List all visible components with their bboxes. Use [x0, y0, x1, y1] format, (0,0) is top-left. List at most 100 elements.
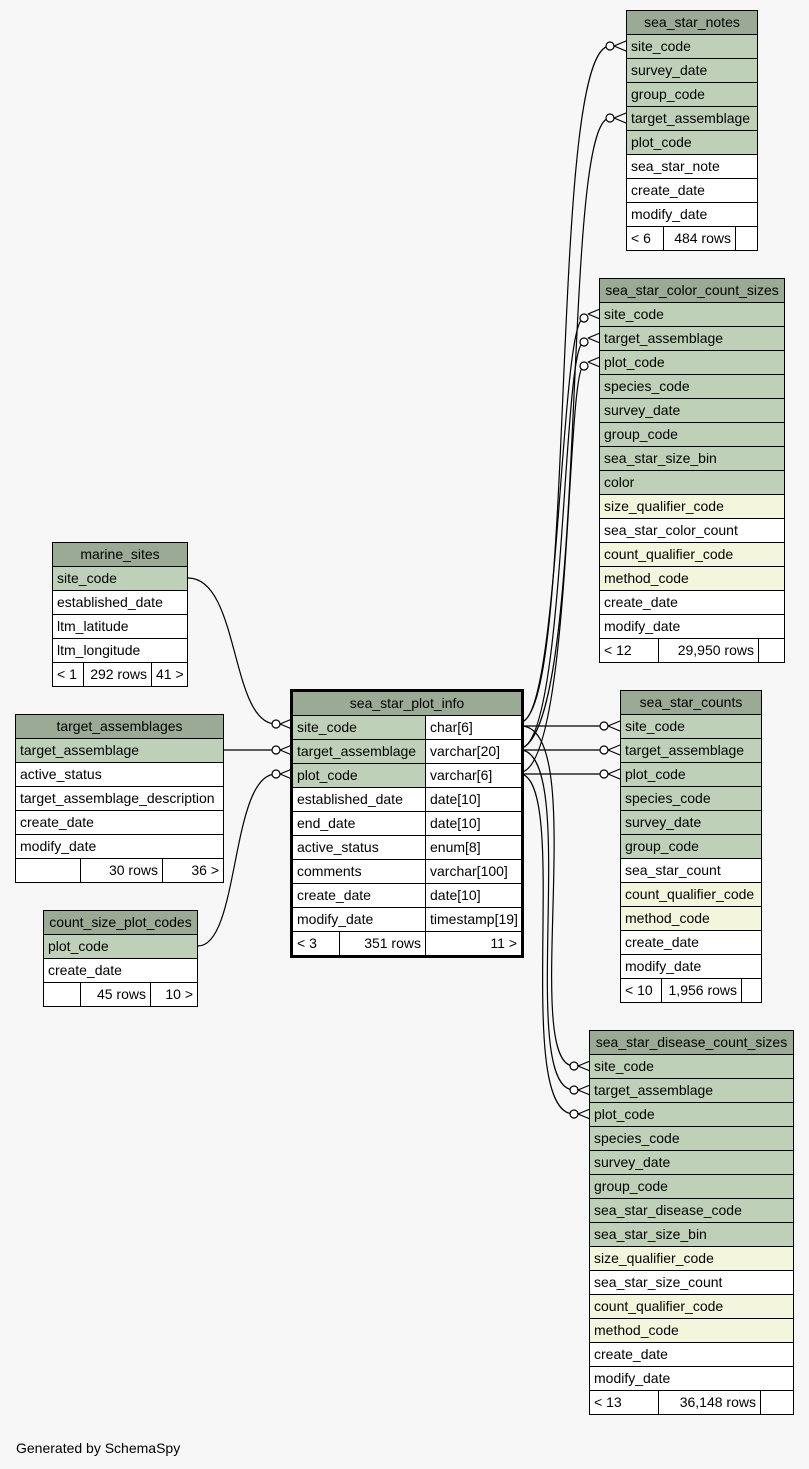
column-type: date[10] [425, 884, 521, 907]
row-count: 351 rows [339, 932, 425, 955]
column-type: enum[8] [425, 836, 521, 859]
column-name: comments [297, 863, 362, 879]
column-name: survey_date [594, 1154, 671, 1170]
fk-disease-assemblage-line [521, 749, 575, 1091]
row-count: 484 rows [663, 227, 735, 250]
column-name: target_assemblage [20, 742, 140, 758]
column-type: date[10] [425, 788, 521, 811]
column-name: site_code [631, 38, 691, 54]
column-name: size_qualifier_code [604, 498, 724, 514]
column-name: species_code [604, 378, 690, 394]
column-name: create_date [604, 594, 678, 610]
children-count[interactable] [741, 979, 761, 1002]
parents-count[interactable]: < 10 [625, 982, 653, 998]
column-name: size_qualifier_code [594, 1250, 714, 1266]
column-name: group_code [625, 838, 699, 854]
column-name: target_assemblage [293, 740, 425, 763]
column-name: plot_code [604, 354, 665, 370]
column-name: established_date [297, 791, 403, 807]
column-name: species_code [625, 790, 711, 806]
column-name: survey_date [604, 402, 681, 418]
column-name: sea_star_size_bin [594, 1226, 707, 1242]
table-sea-star-notes[interactable]: sea_star_notes site_code survey_date gro… [626, 10, 758, 251]
table-sea-star-color-count-sizes[interactable]: sea_star_color_count_sizes site_code tar… [599, 278, 785, 663]
table-title[interactable]: sea_star_disease_count_sizes [590, 1031, 793, 1055]
generated-by-footer: Generated by SchemaSpy [16, 1440, 181, 1456]
column-name: established_date [57, 594, 163, 610]
children-count[interactable]: 11 > [425, 932, 521, 955]
column-name: sea_star_note [631, 158, 720, 174]
column-name: plot_code [48, 938, 109, 954]
column-name: ltm_latitude [57, 618, 129, 634]
table-title[interactable]: sea_star_color_count_sizes [600, 279, 784, 303]
table-title[interactable]: sea_star_counts [621, 691, 761, 715]
column-name: color [604, 474, 635, 490]
table-target-assemblages[interactable]: target_assemblages target_assemblage act… [15, 714, 224, 883]
table-title[interactable]: sea_star_plot_info [293, 692, 521, 716]
row-count: 30 rows [80, 859, 162, 882]
column-name: target_assemblage [594, 1082, 714, 1098]
column-name: group_code [631, 86, 705, 102]
column-name: modify_date [625, 958, 702, 974]
table-title[interactable]: target_assemblages [16, 715, 223, 739]
column-name: create_date [625, 934, 699, 950]
column-name: survey_date [631, 62, 708, 78]
column-name: sea_star_disease_code [594, 1202, 742, 1218]
column-name: count_qualifier_code [604, 546, 734, 562]
row-count: 36,148 rows [658, 1391, 760, 1414]
column-name: sea_star_size_count [594, 1274, 723, 1290]
column-type: timestamp[19] [425, 908, 521, 931]
table-title[interactable]: sea_star_notes [627, 11, 757, 35]
parents-count[interactable]: < 3 [297, 935, 317, 951]
column-name: target_assemblage [625, 742, 745, 758]
parents-count[interactable] [16, 859, 80, 882]
column-name: group_code [604, 426, 678, 442]
column-name: target_assemblage [631, 110, 751, 126]
children-count[interactable]: 41 > [151, 663, 187, 686]
column-name: create_date [631, 182, 705, 198]
table-title[interactable]: marine_sites [53, 543, 187, 567]
table-sea-star-counts[interactable]: sea_star_counts site_code target_assembl… [620, 690, 762, 1003]
column-name: count_qualifier_code [594, 1298, 724, 1314]
fk-disease-site-line [521, 725, 575, 1067]
column-name: modify_date [20, 838, 97, 854]
column-name: method_code [604, 570, 689, 586]
row-count: 292 rows [83, 663, 151, 686]
fk-color-assemblage-line [521, 341, 585, 749]
parents-count[interactable]: < 6 [631, 230, 651, 246]
column-name: create_date [48, 962, 122, 978]
table-sea-star-disease-count-sizes[interactable]: sea_star_disease_count_sizes site_code t… [589, 1030, 794, 1415]
column-name: sea_star_color_count [604, 522, 738, 538]
column-name: site_code [293, 716, 425, 739]
column-name: sea_star_size_bin [604, 450, 717, 466]
parents-count[interactable] [44, 983, 80, 1006]
children-count[interactable]: 36 > [162, 859, 223, 882]
column-name: count_qualifier_code [625, 886, 755, 902]
children-count[interactable] [760, 1391, 793, 1414]
fk-color-site-line [521, 317, 585, 723]
column-name: active_status [297, 839, 379, 855]
parents-count[interactable]: < 12 [604, 642, 632, 658]
column-name: site_code [57, 570, 117, 586]
column-name: target_assemblage_description [20, 790, 215, 806]
table-marine-sites[interactable]: marine_sites site_code established_date … [52, 542, 188, 687]
children-count[interactable] [735, 227, 757, 250]
column-name: site_code [594, 1058, 654, 1074]
parents-count[interactable]: < 13 [594, 1394, 622, 1410]
column-name: create_date [297, 887, 371, 903]
children-count[interactable]: 10 > [150, 983, 197, 1006]
column-type: date[10] [425, 812, 521, 835]
children-count[interactable] [758, 639, 784, 662]
table-count-size-plot-codes[interactable]: count_size_plot_codes plot_code create_d… [43, 910, 198, 1007]
column-name: site_code [604, 306, 664, 322]
column-name: create_date [20, 814, 94, 830]
column-name: modify_date [631, 206, 708, 222]
table-title[interactable]: count_size_plot_codes [44, 911, 197, 935]
column-name: modify_date [594, 1370, 671, 1386]
column-name: plot_code [631, 134, 692, 150]
parents-count[interactable]: < 1 [57, 666, 77, 682]
column-name: modify_date [297, 911, 374, 927]
column-name: plot_code [594, 1106, 655, 1122]
row-count: 45 rows [80, 983, 150, 1006]
